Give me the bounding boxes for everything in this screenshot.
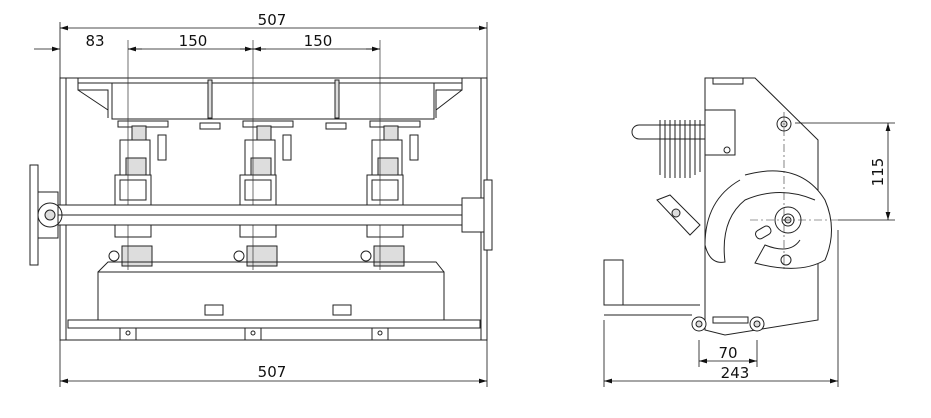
dim-overall-width-top: 507 (258, 11, 287, 29)
dim-height-mount-to-shaft: 115 (869, 158, 887, 187)
left-flange (29, 164, 39, 266)
front-view (29, 40, 493, 341)
side-dimensions: 115 70 243 (603, 122, 895, 387)
dim-pole-spacing-2: 150 (304, 32, 333, 50)
front-dimensions: 507 83 150 150 507 (34, 11, 488, 387)
pole-3 (360, 40, 421, 270)
top-plate (77, 77, 463, 84)
dim-overall-width-bottom: 507 (258, 363, 287, 381)
bottom-housing (97, 271, 445, 321)
top-housing (111, 82, 435, 120)
pole-2 (233, 40, 294, 270)
side-view (603, 77, 838, 336)
pole-1 (108, 40, 169, 270)
dim-pole-spacing-1: 150 (179, 32, 208, 50)
dim-offset-first-pole: 83 (85, 32, 104, 50)
base-plate (67, 319, 481, 329)
dim-mounting-hole-spacing: 70 (718, 344, 737, 362)
spring (631, 109, 736, 178)
right-bearing (461, 197, 485, 233)
dim-overall-depth: 243 (721, 364, 750, 382)
foot-block (603, 259, 624, 306)
